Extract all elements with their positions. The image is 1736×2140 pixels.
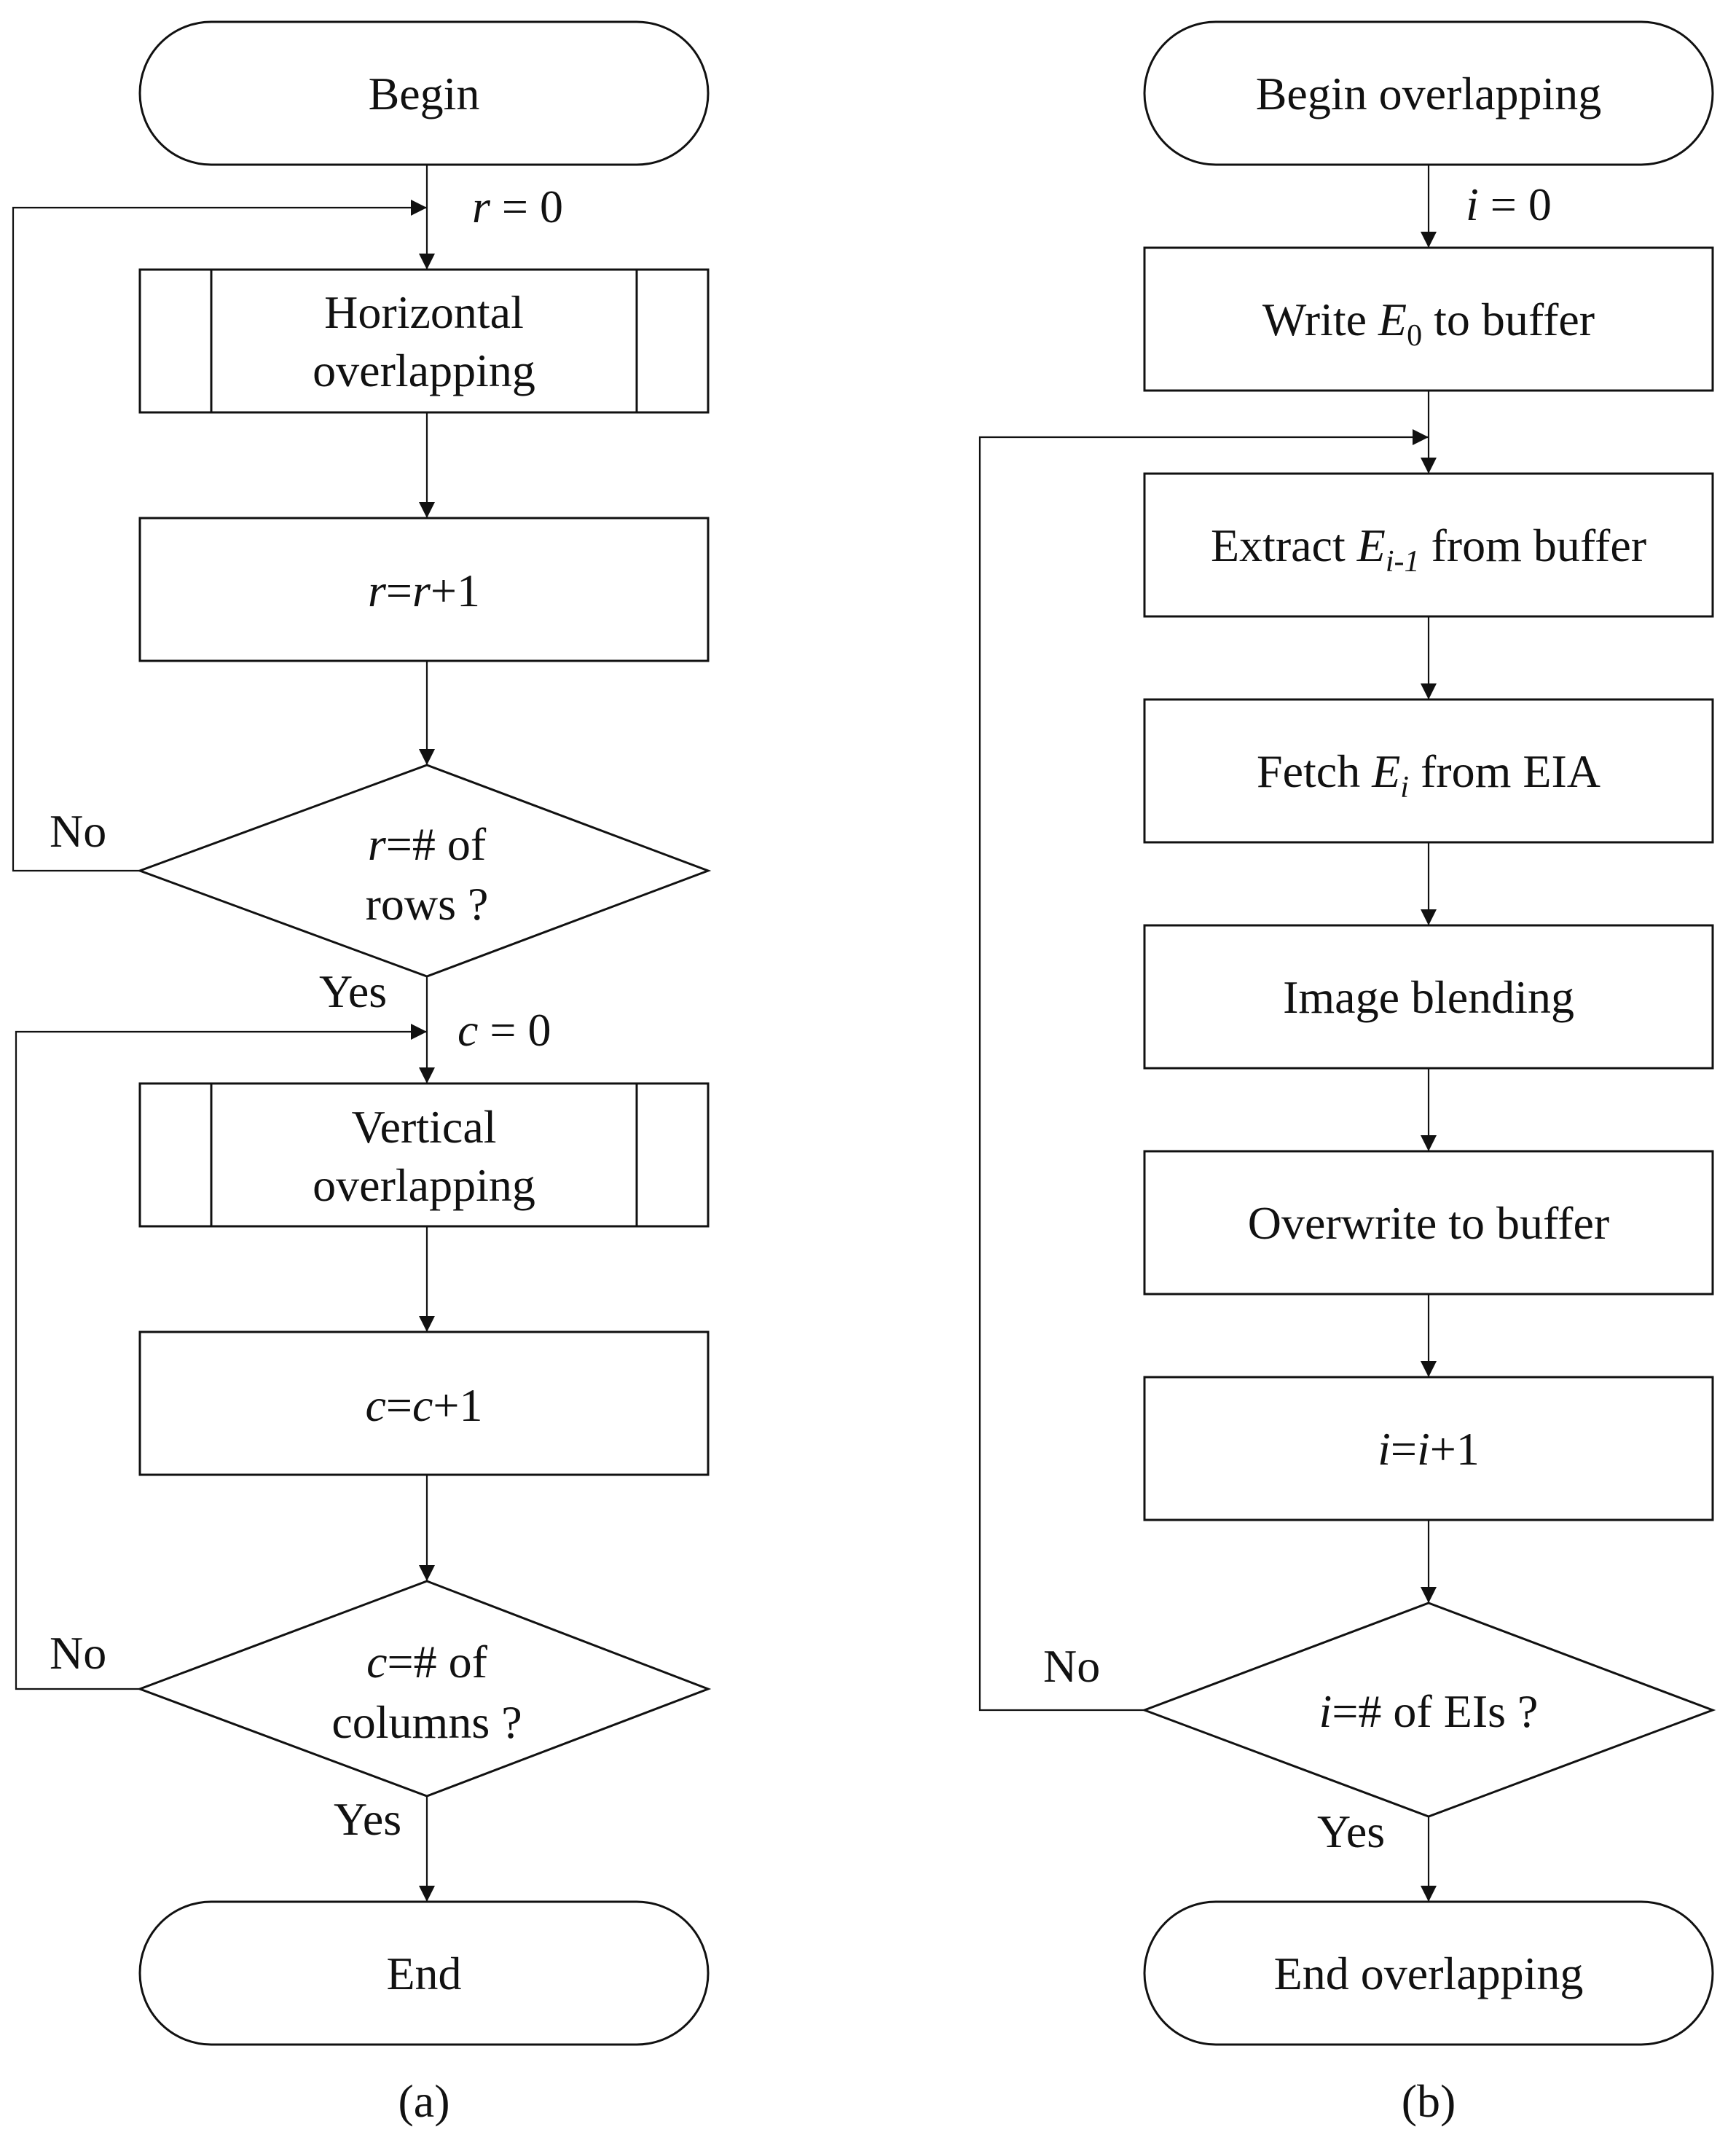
- horizontal-label-line1: Horizontal: [324, 286, 524, 338]
- init-r-label: r = 0: [472, 181, 563, 232]
- loop-back-arrow-rows: [12, 200, 427, 872]
- begin-terminator-a: [138, 20, 710, 166]
- rows-decision-line2: rows ?: [366, 878, 489, 930]
- no-label-eis: No: [1043, 1640, 1100, 1692]
- horizontal-overlapping-process: [138, 268, 710, 414]
- overwrite-box: [1143, 1150, 1714, 1296]
- begin-label-a: Begin: [369, 68, 480, 119]
- no-label-columns: No: [50, 1627, 106, 1679]
- rows-decision-line1: r=# of: [368, 818, 487, 870]
- yes-label-columns: Yes: [334, 1793, 401, 1845]
- eis-decision-label: i=# of EIs ?: [1319, 1685, 1539, 1737]
- yes-label-eis: Yes: [1317, 1806, 1385, 1857]
- c-increment-box: [138, 1330, 710, 1476]
- vertical-overlapping-process: [138, 1082, 710, 1228]
- vertical-label-line2: overlapping: [313, 1159, 535, 1211]
- caption-a: (a): [398, 2075, 449, 2127]
- init-c-label: c = 0: [457, 1004, 551, 1056]
- end-label-a: End: [386, 1948, 461, 1999]
- fetch-label: Fetch Ei from EIA: [1257, 745, 1601, 804]
- columns-decision-line1: c=# of: [366, 1636, 488, 1688]
- extract-label: Extract Ei-1 from buffer: [1211, 520, 1646, 579]
- image-blending-label: Image blending: [1283, 971, 1574, 1023]
- columns-decision-line2: columns ?: [331, 1696, 522, 1748]
- overwrite-label: Overwrite to buffer: [1248, 1197, 1609, 1249]
- horizontal-label-line2: overlapping: [313, 345, 535, 396]
- rows-decision: [136, 764, 712, 978]
- loop-back-arrow-columns: [15, 1024, 427, 1690]
- c-increment-label: c=c+1: [366, 1379, 483, 1431]
- r-increment-box: [138, 517, 710, 662]
- fetch-box: [1143, 698, 1714, 844]
- init-i-label: i = 0: [1466, 179, 1552, 230]
- panel-b: Begin overlapping i = 0 Write E0 to buff…: [978, 20, 1716, 2127]
- i-increment-box: [1143, 1376, 1714, 1521]
- columns-decision: [136, 1580, 712, 1798]
- begin-overlapping-label: Begin overlapping: [1256, 68, 1602, 119]
- end-overlapping-terminator: [1143, 1900, 1714, 2046]
- image-blending-box: [1143, 924, 1714, 1070]
- loop-back-arrow-eis: [978, 429, 1429, 1712]
- end-overlapping-label: End overlapping: [1274, 1948, 1584, 1999]
- yes-label-rows: Yes: [319, 965, 387, 1017]
- r-increment-label: r=r+1: [368, 565, 480, 616]
- end-terminator-a: [138, 1900, 710, 2046]
- i-increment-label: i=i+1: [1378, 1423, 1480, 1475]
- no-label-rows: No: [50, 805, 106, 857]
- caption-b: (b): [1402, 2075, 1456, 2127]
- vertical-label-line1: Vertical: [352, 1101, 497, 1153]
- extract-box: [1143, 472, 1714, 618]
- write-e0-label: Write E0 to buffer: [1262, 294, 1595, 353]
- write-e0-box: [1143, 246, 1714, 392]
- panel-a: Begin r = 0 Horizontal overlapping r=r+1…: [12, 20, 712, 2127]
